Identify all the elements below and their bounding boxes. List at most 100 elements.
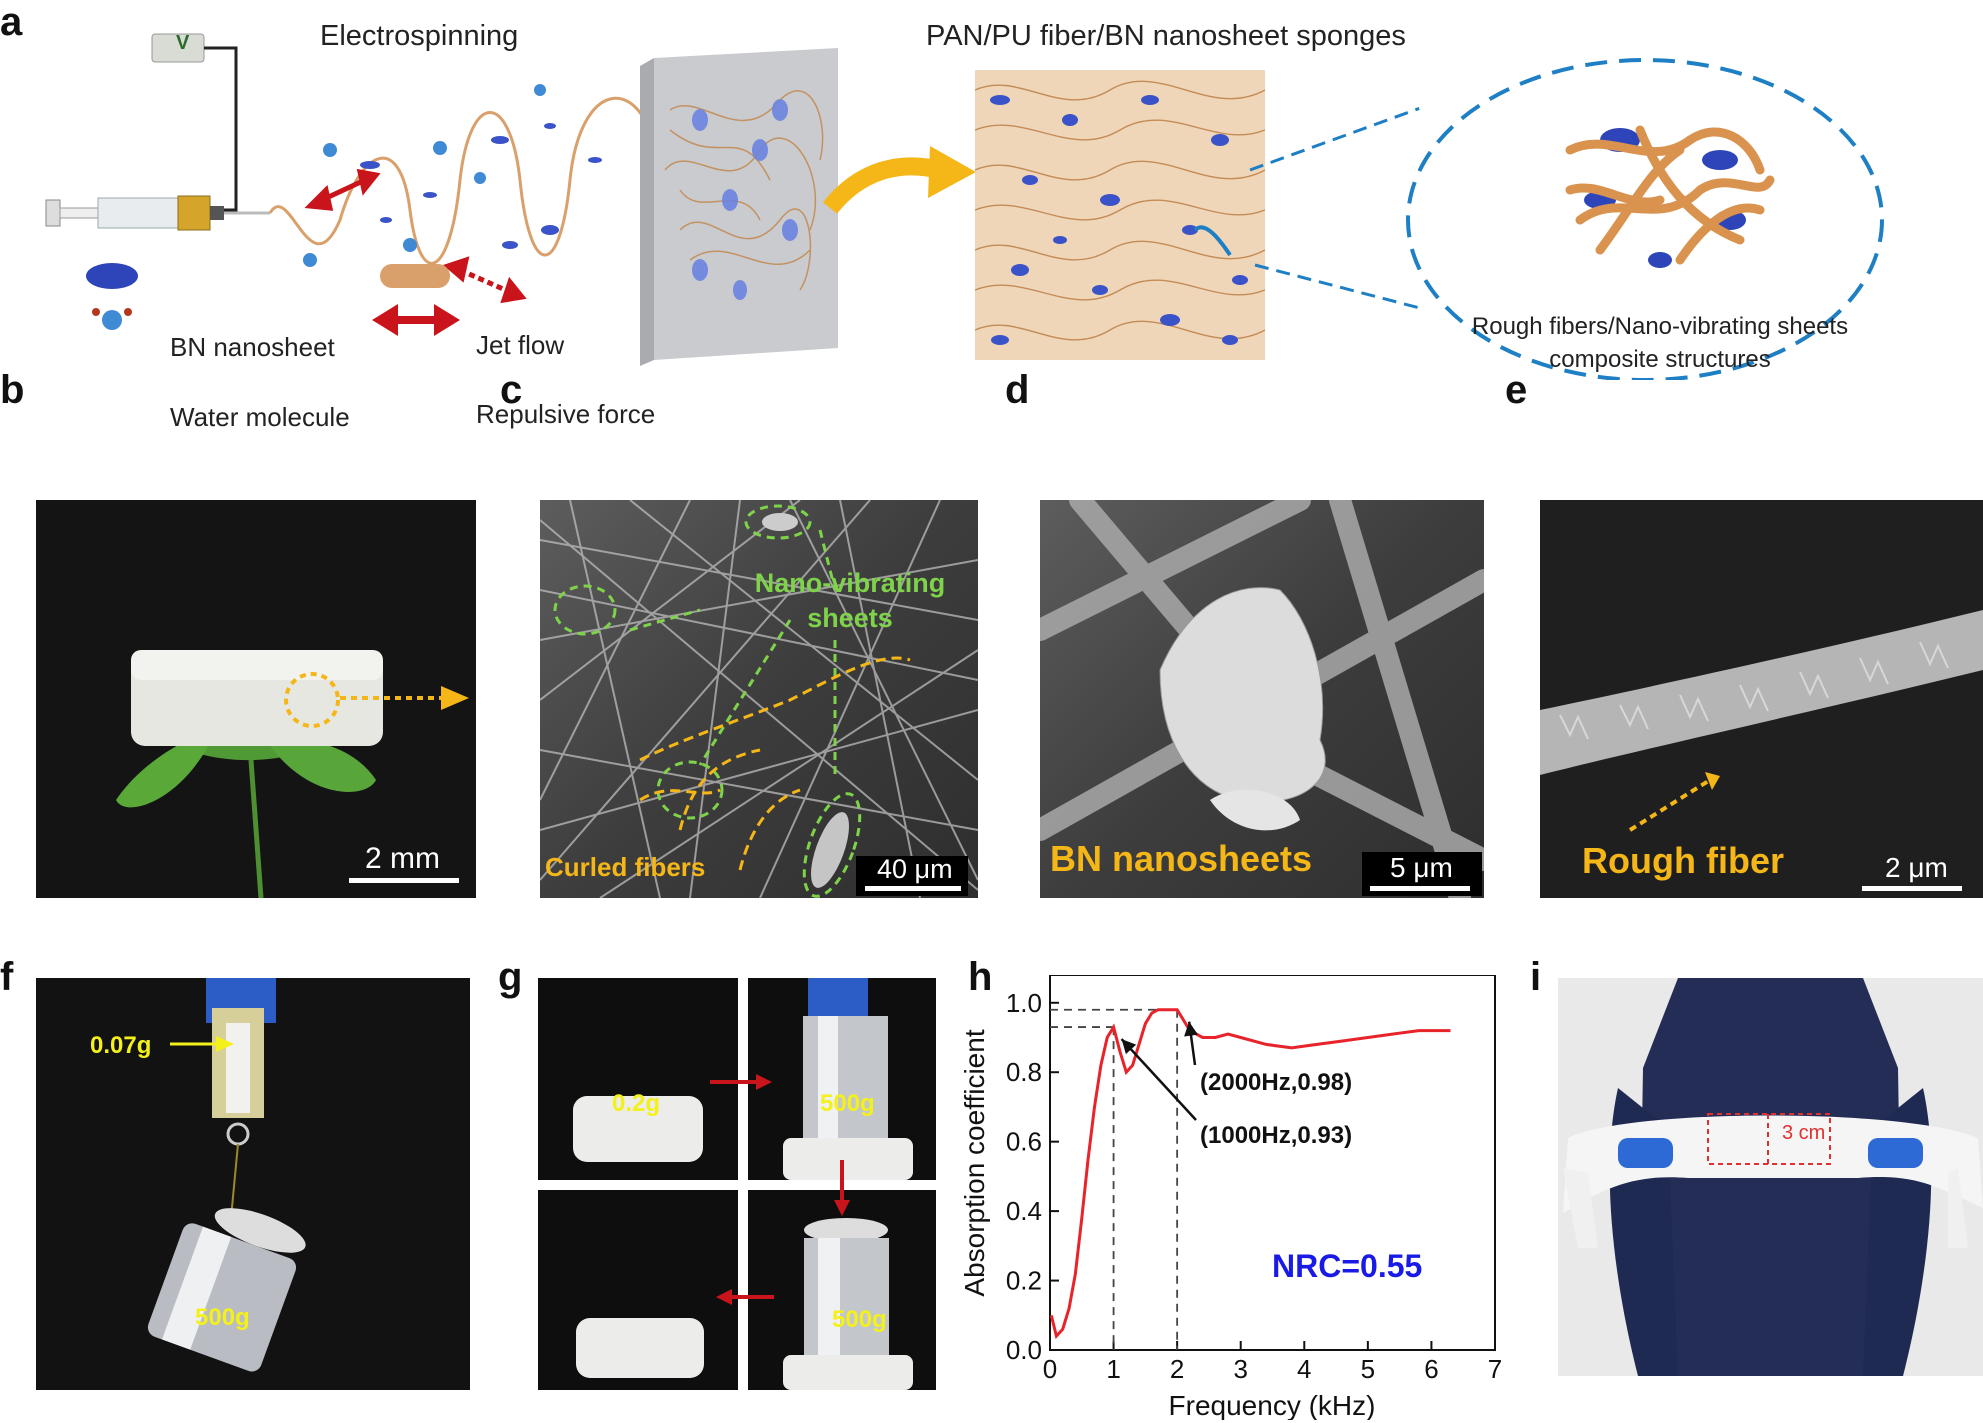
y-axis-ticks: 0.0 0.2 0.4 0.6 0.8 1.0 xyxy=(1006,988,1059,1365)
scale-bar-c xyxy=(865,886,961,891)
photo-i xyxy=(1558,978,1983,1376)
weight-on-sponge-image-g2 xyxy=(783,978,913,1180)
annotation-label: (2000Hz,0.98) xyxy=(1200,1069,1352,1096)
mass-pointer-arrow xyxy=(170,1036,234,1052)
scale-bar-e xyxy=(1862,886,1962,891)
sponge-image-g1 xyxy=(573,1096,703,1162)
mass-label-g-weight1: 500g xyxy=(820,1090,875,1117)
scale-text-d: 5 μm xyxy=(1390,852,1453,883)
chart-frame xyxy=(1049,975,1496,1351)
scale-text-c: 40 μm xyxy=(877,854,953,884)
legend-water-molecule: Water molecule xyxy=(170,402,350,432)
mass-label-f-top: 0.07g xyxy=(90,1032,152,1059)
legend-jet-flow: Jet flow xyxy=(476,330,565,360)
x-axis-label: Frequency (kHz) xyxy=(1169,1390,1376,1420)
scale-bar-d xyxy=(1370,886,1470,891)
rough-fiber-sem-image xyxy=(1540,610,1983,832)
electrospinning-title: Electrospinning xyxy=(320,20,519,52)
electrospinning-schematic xyxy=(45,33,1884,380)
y-tick-label: 1.0 xyxy=(1006,988,1042,1018)
jet-flow-legend-icon xyxy=(380,264,450,288)
photo-g1 xyxy=(538,978,738,1180)
absorption-curve xyxy=(1049,1008,1451,1340)
bn-nanosheet-sem-image xyxy=(1040,500,1484,898)
hanging-weight-image xyxy=(147,978,306,1372)
curled-fibers-label: Curled fibers xyxy=(545,852,706,882)
mass-label-g-weight2: 500g xyxy=(832,1306,887,1333)
y-tick-label: 0.0 xyxy=(1006,1335,1042,1365)
syringe-icon xyxy=(45,195,270,231)
panel-label-h: h xyxy=(968,955,993,999)
bn-nanosheets-label: BN nanosheets xyxy=(1050,838,1313,879)
y-axis-label: Absorption coefficient xyxy=(960,1029,990,1296)
sponge-on-leaf-image xyxy=(116,650,469,898)
scale-text-b: 2 mm xyxy=(365,842,440,875)
x-tick-label: 7 xyxy=(1488,1354,1502,1384)
panel-label-e: e xyxy=(1505,368,1528,412)
absorption-chart: 0.0 0.2 0.4 0.6 0.8 1.0 0 1 2 3 4 5 6 7 Frequency (k… xyxy=(960,975,1502,1420)
photo-g4 xyxy=(748,1190,936,1390)
repulsive-arrows xyxy=(304,168,527,304)
y-tick-label: 0.2 xyxy=(1006,1266,1042,1296)
sponge-block xyxy=(974,70,1266,360)
panel-label-c: c xyxy=(500,368,523,412)
nano-vibrating-label: Nano-vibrating sheets xyxy=(754,568,946,633)
mass-label-g-sponge: 0.2g xyxy=(612,1090,661,1117)
sem-image-d xyxy=(1040,500,1484,898)
voltage-label: V xyxy=(176,32,190,54)
x-tick-label: 4 xyxy=(1297,1354,1311,1384)
photo-f xyxy=(36,978,470,1390)
annotations: (2000Hz,0.98) (1000Hz,0.93) xyxy=(1120,1021,1352,1149)
inset-fibers xyxy=(1565,125,1775,268)
x-tick-label: 3 xyxy=(1233,1354,1247,1384)
y-tick-label: 0.4 xyxy=(1006,1196,1042,1226)
y-tick-label: 0.6 xyxy=(1006,1127,1042,1157)
sponge-title: PAN/PU fiber/BN nanosheet sponges xyxy=(926,20,1406,52)
x-axis-ticks: 0 1 2 3 4 5 6 7 xyxy=(1043,1341,1502,1384)
water-molecule-legend-icon xyxy=(92,308,132,330)
repulsive-force-legend-icon xyxy=(372,304,460,336)
y-tick-label: 0.8 xyxy=(1006,1057,1042,1087)
process-arrow-icon xyxy=(822,157,943,214)
panel-label-a: a xyxy=(0,0,23,44)
sponge-photo-b xyxy=(36,500,476,898)
sem-image-e xyxy=(1540,500,1983,898)
scale-text-e: 2 μm xyxy=(1885,852,1948,883)
weight-on-sponge-image-g4 xyxy=(783,1218,913,1390)
scale-bar-b xyxy=(349,878,459,883)
bn-nanosheet-legend-icon xyxy=(86,263,138,289)
sequence-arrows xyxy=(710,1074,850,1305)
panel-label-d: d xyxy=(1005,368,1030,412)
rough-fiber-label: Rough fiber xyxy=(1582,840,1784,881)
inset-caption: Rough fibers/Nano-vibrating sheets compo… xyxy=(1471,313,1849,373)
annotation-label: (1000Hz,0.93) xyxy=(1200,1122,1352,1149)
fiber-network-image xyxy=(540,500,978,898)
annotation-arrow xyxy=(1120,1038,1197,1121)
sem-image-c xyxy=(540,500,978,898)
photo-g2 xyxy=(748,978,936,1180)
inset-ellipse xyxy=(1406,58,1884,380)
mass-label-f-weight: 500g xyxy=(195,1304,250,1331)
photo-g3 xyxy=(538,1190,738,1390)
panel-label-g: g xyxy=(498,955,523,999)
recovered-sponge-image-g3 xyxy=(576,1318,704,1378)
legend-repulsive-force: Repulsive force xyxy=(476,399,656,429)
x-tick-label: 0 xyxy=(1043,1354,1057,1384)
annotation-arrowhead xyxy=(1121,1039,1137,1055)
x-tick-label: 5 xyxy=(1361,1354,1375,1384)
legend-bn-nanosheet: BN nanosheet xyxy=(170,332,335,362)
collector-plate xyxy=(640,48,838,366)
panel-label-i: i xyxy=(1530,955,1542,999)
jet-flow-path xyxy=(268,96,662,265)
panel-label-f: f xyxy=(0,955,14,999)
x-tick-label: 6 xyxy=(1424,1354,1438,1384)
thickness-label: 3 cm xyxy=(1782,1122,1826,1144)
water-molecules xyxy=(303,84,546,267)
bn-nanosheet-bits xyxy=(360,123,602,249)
annotation-arrowhead xyxy=(1184,1021,1198,1037)
guide-lines xyxy=(1050,1008,1179,1350)
person-holding-sponge-image xyxy=(1563,978,1983,1376)
x-tick-label: 1 xyxy=(1106,1354,1120,1384)
x-tick-label: 2 xyxy=(1170,1354,1184,1384)
panel-label-b: b xyxy=(0,368,25,412)
